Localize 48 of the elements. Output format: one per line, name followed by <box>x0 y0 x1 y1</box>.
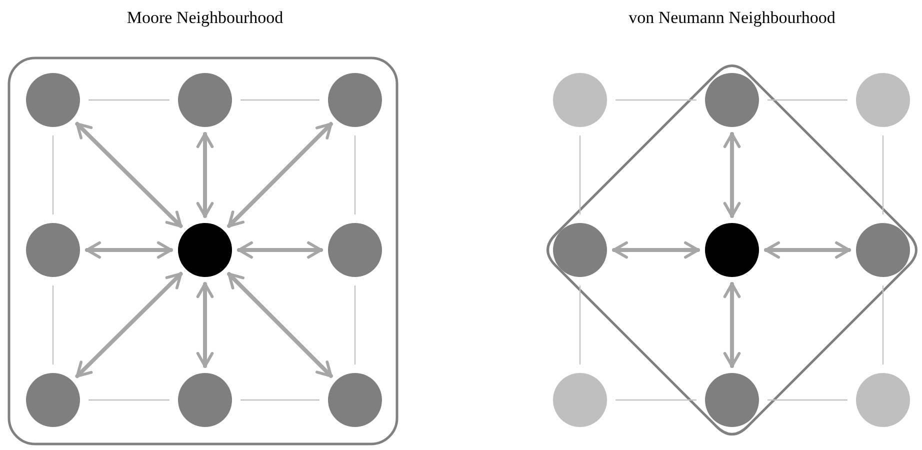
arrow <box>196 132 214 218</box>
grid-line <box>354 135 356 215</box>
arrow <box>237 241 323 259</box>
arrow <box>227 272 333 378</box>
neighbour-cell <box>328 373 382 427</box>
cell <box>553 373 607 427</box>
cell <box>553 73 607 127</box>
grid-line <box>88 399 170 401</box>
grid-line <box>52 285 54 365</box>
arrow <box>723 282 741 368</box>
grid-line <box>240 99 320 101</box>
grid-line <box>615 399 697 401</box>
neighbour-cell <box>328 73 382 127</box>
arrow <box>764 241 851 259</box>
arrow <box>75 272 183 378</box>
neighbour-cell <box>26 373 80 427</box>
arrow <box>75 122 183 228</box>
neighbour-cell <box>553 223 607 277</box>
arrow <box>196 282 214 368</box>
centre-cell <box>178 223 232 277</box>
neighbour-cell <box>705 373 759 427</box>
neighbour-cell <box>26 73 80 127</box>
cell <box>856 373 910 427</box>
neighbour-cell <box>856 223 910 277</box>
grid-line <box>882 285 884 365</box>
arrow <box>723 132 741 218</box>
centre-cell <box>705 223 759 277</box>
neighbour-cell <box>26 223 80 277</box>
arrow <box>612 241 700 259</box>
neighbour-cell <box>705 73 759 127</box>
cell <box>856 73 910 127</box>
arrow <box>85 241 173 259</box>
grid-line <box>240 399 320 401</box>
grid-line <box>579 285 581 365</box>
grid-line <box>767 99 848 101</box>
grid-line <box>767 399 848 401</box>
panel-title: Moore Neighbourhood <box>126 8 284 28</box>
grid-line <box>882 135 884 215</box>
arrow <box>227 122 333 228</box>
neighbour-cell <box>328 223 382 277</box>
grid-line <box>88 99 170 101</box>
grid-line <box>52 135 54 215</box>
neighbour-cell <box>178 73 232 127</box>
panel-title: von Neumann Neighbourhood <box>628 8 836 28</box>
grid-line <box>579 135 581 215</box>
grid-line <box>615 99 697 101</box>
neighbour-cell <box>178 373 232 427</box>
grid-line <box>354 285 356 365</box>
